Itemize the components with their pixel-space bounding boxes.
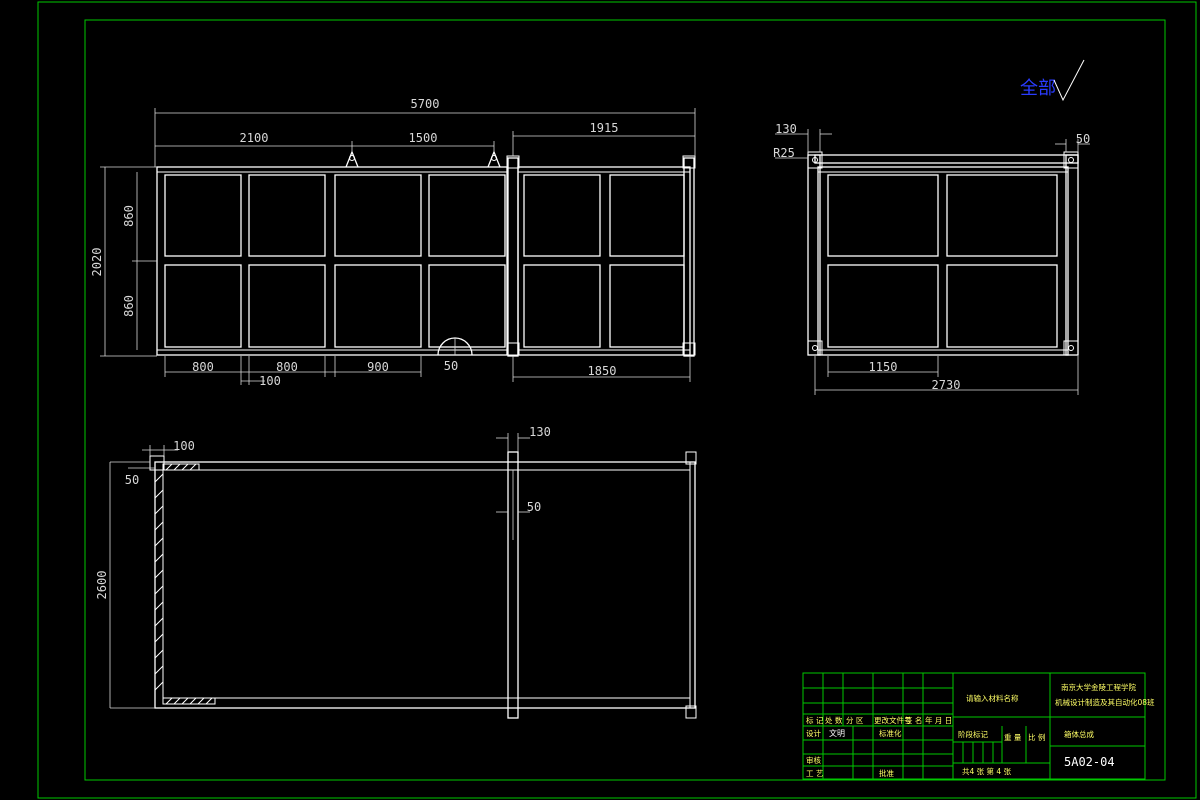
dim-span-b: 1500 bbox=[409, 131, 438, 145]
dim-plan-wall: 50 bbox=[125, 473, 139, 487]
scale-label: 比 例 bbox=[1028, 732, 1045, 742]
school-line-1: 南京大学金陵工程学院 bbox=[1061, 682, 1136, 692]
weight-label: 重 量 bbox=[1004, 733, 1022, 742]
dim-upper-panel: 860 bbox=[122, 205, 136, 227]
dim-height: 2020 bbox=[90, 248, 104, 277]
row-review-label: 审核 bbox=[806, 755, 821, 765]
dim-plan-post: 130 bbox=[529, 425, 551, 439]
rev-header-mark: 标 记 bbox=[806, 715, 824, 725]
dim-bay-2: 800 bbox=[276, 360, 298, 374]
dim-post-width: 100 bbox=[259, 374, 281, 388]
dim-plan-post-wall: 50 bbox=[527, 500, 541, 514]
part-name: 请输入材料名称 bbox=[966, 693, 1019, 703]
rev-header-count: 处 数 bbox=[825, 715, 843, 725]
plan-view bbox=[109, 433, 697, 719]
side-frame bbox=[817, 166, 1069, 356]
rev-header-date: 年 月 日 bbox=[925, 715, 952, 725]
side-top-rail bbox=[814, 154, 1079, 164]
row-design-label: 设计 bbox=[806, 728, 821, 738]
dim-hinge: 50 bbox=[444, 359, 458, 373]
title-block-revision-headers: 标 记 处 数 分 区 更改文件号 签 名 年 月 日 bbox=[806, 715, 952, 725]
dim-radius: R25 bbox=[773, 146, 795, 160]
dim-plan-edge: 100 bbox=[173, 439, 195, 453]
designer-name: 文明 bbox=[829, 728, 845, 738]
plan-post-mid bbox=[507, 451, 519, 719]
lifting-lug-1 bbox=[345, 150, 359, 168]
row-approve-label: 批准 bbox=[879, 768, 894, 778]
dim-side-bay: 1150 bbox=[869, 360, 898, 374]
dim-offset-left: 130 bbox=[775, 122, 797, 136]
dim-offset-right: 50 bbox=[1076, 132, 1090, 146]
front-frame-main bbox=[156, 166, 508, 356]
side-view bbox=[775, 129, 1090, 395]
front-panels bbox=[164, 174, 685, 348]
rev-header-file: 更改文件号 bbox=[874, 715, 912, 725]
surface-finish-check-icon bbox=[1053, 59, 1085, 102]
dim-end-bottom: 1850 bbox=[588, 364, 617, 378]
row-process-label: 工 艺 bbox=[806, 769, 823, 778]
sheet-inner-border bbox=[84, 19, 1166, 781]
lifting-lug-2 bbox=[487, 150, 501, 168]
sheet-outer-border bbox=[37, 1, 1197, 799]
surface-mark-label: 全部 bbox=[1020, 78, 1056, 99]
dim-end-section: 1915 bbox=[590, 121, 619, 135]
dim-lower-panel: 860 bbox=[122, 295, 136, 317]
plan-hatched-wall bbox=[154, 463, 216, 705]
front-post-mid bbox=[507, 157, 519, 357]
drawing-number: 5A02-04 bbox=[1064, 755, 1115, 769]
front-frame-end bbox=[517, 166, 691, 356]
dim-plan-depth: 2600 bbox=[95, 571, 109, 600]
title-block bbox=[802, 672, 1146, 780]
dim-span-a: 2100 bbox=[240, 131, 269, 145]
stage-marks-label: 阶段标记 bbox=[958, 729, 988, 739]
school-line-2: 机械设计制造及其自动化08班 bbox=[1055, 697, 1155, 707]
rev-header-zone: 分 区 bbox=[846, 716, 864, 725]
row-standard-label: 标准化 bbox=[879, 728, 902, 738]
rev-header-sign: 签 名 bbox=[905, 715, 922, 725]
dim-overall-width: 2730 bbox=[932, 378, 961, 392]
assembly-name: 箱体总成 bbox=[1064, 729, 1094, 739]
sheet-count: 共4 张 第 4 张 bbox=[962, 766, 1012, 776]
dim-bay-3: 900 bbox=[367, 360, 389, 374]
dim-overall-length: 5700 bbox=[411, 97, 440, 111]
plan-outer bbox=[154, 461, 696, 709]
side-panels bbox=[827, 174, 1058, 348]
front-view bbox=[100, 108, 696, 385]
dim-bay-1: 800 bbox=[192, 360, 214, 374]
front-post-end bbox=[683, 157, 695, 357]
